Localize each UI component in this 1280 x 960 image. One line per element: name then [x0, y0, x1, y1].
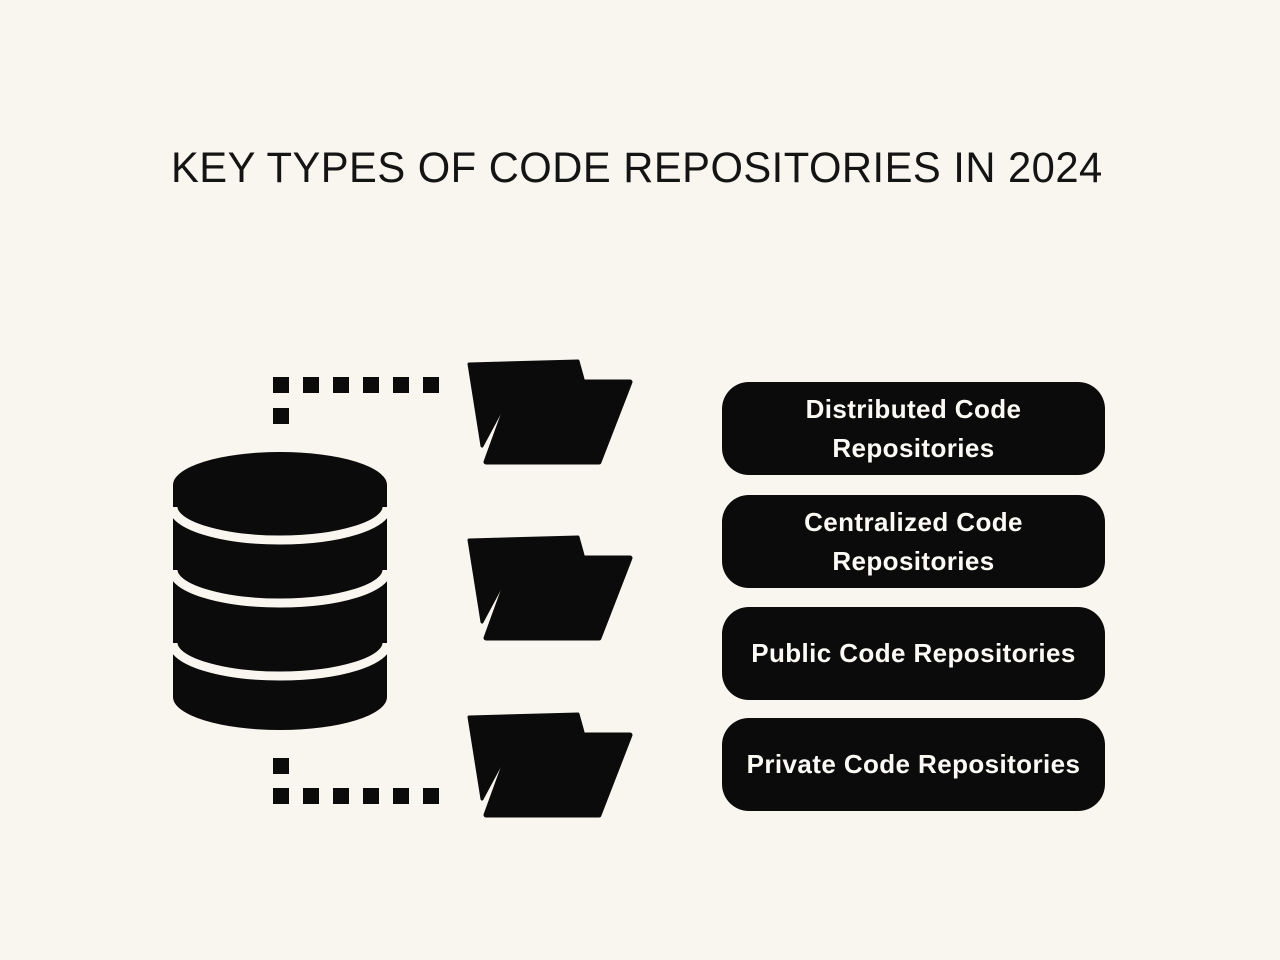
pill-label: Private Code Repositories: [746, 749, 1081, 779]
pill-label: Distributed Code Repositories: [805, 393, 1022, 463]
pill-centralized-code-repositories: Centralized Code Repositories: [722, 495, 1105, 588]
database-icon: [173, 452, 387, 730]
open-folder-icon: [467, 359, 633, 465]
page-title: KEY TYPES OF CODE REPOSITORIES IN 2024: [171, 144, 1103, 192]
pill-label: Public Code Repositories: [751, 638, 1076, 668]
dashed-connector-top-corner: [273, 408, 289, 424]
pill-label: Centralized Code Repositories: [804, 506, 1023, 576]
pill-private-code-repositories: Private Code Repositories: [722, 718, 1105, 811]
open-folder-icon: [467, 535, 633, 641]
dashed-connector-top-line: [273, 377, 439, 393]
open-folder-icon: [467, 712, 633, 818]
pill-distributed-code-repositories: Distributed Code Repositories: [722, 382, 1105, 475]
pill-public-code-repositories: Public Code Repositories: [722, 607, 1105, 700]
dashed-connector-bottom-corner: [273, 758, 289, 774]
dashed-connector-bottom-line: [273, 788, 439, 804]
